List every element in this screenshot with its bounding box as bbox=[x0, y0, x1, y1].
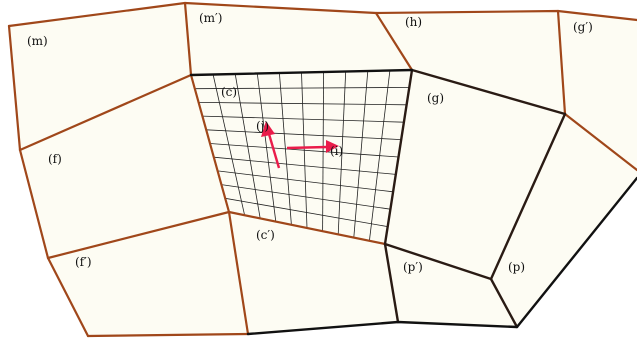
black-edges bbox=[189, 68, 637, 336]
edge-pprime-p bbox=[489, 277, 519, 329]
label-i: (i) bbox=[330, 144, 343, 158]
cell-f bbox=[20, 75, 229, 258]
label-c: (c) bbox=[221, 85, 237, 99]
cell-c-grid bbox=[194, 70, 410, 241]
label-f: (f) bbox=[48, 152, 62, 166]
edge-mprime-c bbox=[183, 1, 193, 77]
label-h: (h) bbox=[405, 15, 422, 29]
cell-g-prime bbox=[558, 11, 637, 170]
label-g-prime: (g′) bbox=[573, 20, 593, 34]
edge-fprime-bottom bbox=[86, 332, 250, 338]
cell-m-prime bbox=[185, 3, 412, 75]
grid-line-horizontal bbox=[209, 143, 399, 158]
label-c-prime: (c′) bbox=[256, 228, 275, 242]
vector-i-arrowhead bbox=[326, 140, 339, 153]
edge-cprime-pprime bbox=[383, 242, 400, 324]
edge-g-h bbox=[410, 68, 567, 116]
edge-c-top bbox=[189, 68, 414, 77]
edge-gprime-bottom bbox=[563, 112, 637, 172]
brown-edges bbox=[7, 1, 637, 338]
label-g: (g) bbox=[427, 91, 444, 105]
label-p-prime: (p′) bbox=[403, 260, 423, 274]
edge-fprime-cprime bbox=[227, 210, 250, 336]
dark-edges bbox=[383, 68, 567, 329]
cell-p bbox=[491, 114, 637, 327]
edge-h-gprime bbox=[556, 9, 567, 116]
cell-c-prime bbox=[229, 212, 398, 334]
cell-fills bbox=[9, 3, 637, 336]
edge-m-f bbox=[18, 73, 193, 152]
grid-line-horizontal bbox=[217, 170, 394, 193]
grid-line-horizontal bbox=[194, 87, 410, 90]
edge-f-fprime bbox=[46, 210, 231, 260]
edge-f-c bbox=[189, 73, 231, 214]
edge-m-left bbox=[7, 24, 22, 152]
cell-f-prime bbox=[48, 212, 248, 336]
grid-line-horizontal bbox=[202, 115, 404, 123]
vector-j-arrow bbox=[267, 133, 281, 169]
vector-j-arrowhead bbox=[261, 121, 275, 137]
grid-line-horizontal bbox=[198, 102, 407, 106]
label-p: (p) bbox=[508, 260, 525, 274]
edge-f-left bbox=[18, 148, 50, 260]
edge-h-left bbox=[374, 11, 414, 72]
cell-g bbox=[385, 70, 565, 279]
edge-bottom-right bbox=[246, 176, 637, 336]
grid-line-horizontal bbox=[225, 197, 388, 227]
grid-line-horizontal bbox=[221, 184, 391, 210]
cell-h bbox=[376, 11, 565, 114]
label-m: (m) bbox=[27, 34, 48, 48]
edge-c-cprime bbox=[227, 210, 387, 246]
label-f-prime: (f′) bbox=[75, 255, 92, 269]
label-j: (j) bbox=[256, 119, 269, 133]
cell-m bbox=[9, 3, 191, 150]
edge-g-p bbox=[489, 112, 567, 281]
edge-c-g bbox=[383, 68, 414, 246]
grid-line-horizontal bbox=[206, 129, 402, 140]
frame-vectors bbox=[261, 121, 339, 169]
cell-labels: (m) (m′) (h) (g′) (c) (g) (f) (j) (i) (c… bbox=[27, 11, 593, 274]
vector-i-arrow bbox=[286, 145, 328, 150]
edge-fprime-left bbox=[46, 256, 90, 338]
edge-g-pprime bbox=[383, 242, 493, 281]
grid-line-horizontal bbox=[213, 156, 396, 175]
label-m-prime: (m′) bbox=[199, 11, 222, 25]
cell-p-prime bbox=[385, 244, 517, 327]
